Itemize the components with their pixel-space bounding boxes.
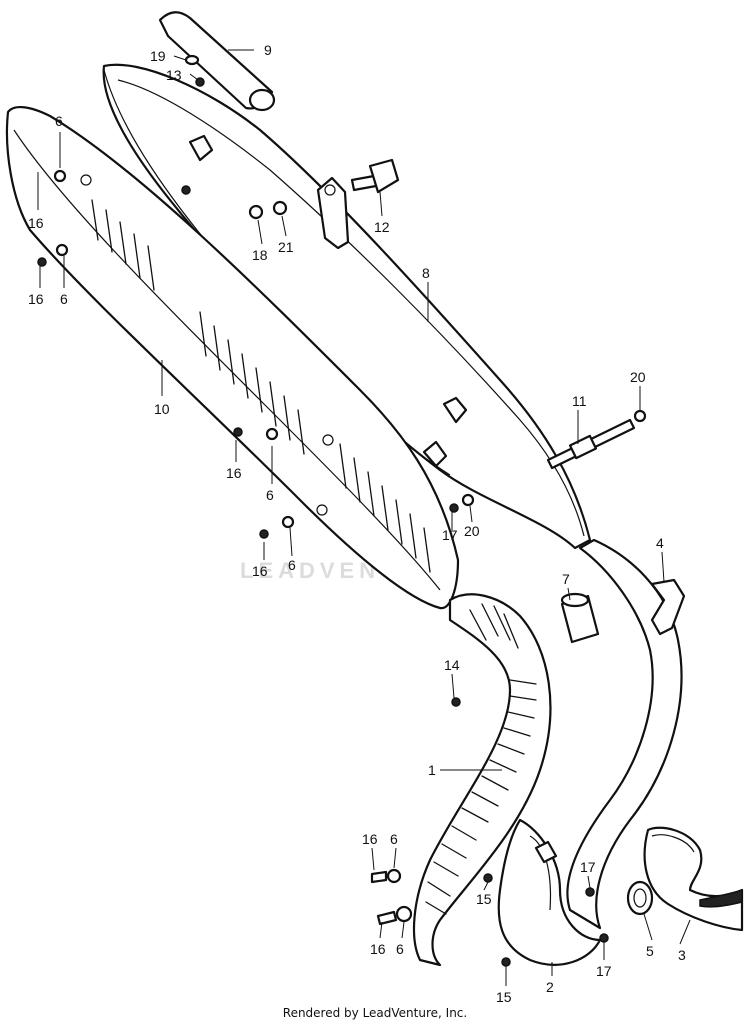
callout-16: 16 xyxy=(252,563,268,579)
part-7-collar xyxy=(560,592,600,644)
callout-3: 3 xyxy=(678,947,686,963)
callout-6: 6 xyxy=(266,487,274,503)
callout-5: 5 xyxy=(646,943,654,959)
callout-16: 16 xyxy=(28,215,44,231)
heat-shield-slots xyxy=(91,199,431,573)
front-shield-slots xyxy=(425,603,537,915)
render-credit: Rendered by LeadVenture, Inc. xyxy=(282,1006,468,1020)
callout-17: 17 xyxy=(596,963,612,979)
leader-lines xyxy=(37,49,691,986)
part-12-bolt xyxy=(350,158,400,194)
callout-19: 19 xyxy=(150,48,166,64)
callout-14: 14 xyxy=(444,657,460,673)
callout-12: 12 xyxy=(374,219,390,235)
callout-10: 10 xyxy=(154,401,170,417)
callout-17: 17 xyxy=(580,859,596,875)
fasteners xyxy=(37,54,647,967)
callout-20: 20 xyxy=(630,369,646,385)
callout-16: 16 xyxy=(370,941,386,957)
callout-2: 2 xyxy=(546,979,554,995)
callout-15: 15 xyxy=(496,989,512,1005)
callout-13: 13 xyxy=(166,67,182,83)
part-8-muffler-body xyxy=(102,63,592,550)
callout-16: 16 xyxy=(28,291,44,307)
callout-6: 6 xyxy=(60,291,68,307)
callout-6: 6 xyxy=(55,113,63,129)
part-2-exhaust-pipe xyxy=(497,538,683,966)
callout-8: 8 xyxy=(422,265,430,281)
part-4-bracket xyxy=(650,578,686,636)
callout-6: 6 xyxy=(288,557,296,573)
callout-4: 4 xyxy=(656,535,664,551)
callout-16: 16 xyxy=(226,465,242,481)
callout-18: 18 xyxy=(252,247,268,263)
callout-15: 15 xyxy=(476,891,492,907)
callout-16: 16 xyxy=(362,831,378,847)
callout-17: 17 xyxy=(442,527,458,543)
callout-6: 6 xyxy=(390,831,398,847)
part-1-front-heat-shield xyxy=(412,593,552,967)
part-3-pipe-stub xyxy=(643,826,744,932)
callout-21: 21 xyxy=(278,239,294,255)
callout-20: 20 xyxy=(464,523,480,539)
part-11-stud-bolt xyxy=(546,418,636,470)
callout-1: 1 xyxy=(428,762,436,778)
callout-9: 9 xyxy=(264,42,272,58)
part-10-heat-shield xyxy=(5,106,460,610)
part-9-tailpipe xyxy=(158,11,276,112)
callout-7: 7 xyxy=(562,571,570,587)
callout-11: 11 xyxy=(572,393,587,409)
callout-labels: 9 19 13 6 16 16 6 18 21 12 8 10 16 6 16 … xyxy=(28,42,686,1005)
part-5-gasket xyxy=(626,880,654,916)
callout-6: 6 xyxy=(396,941,404,957)
